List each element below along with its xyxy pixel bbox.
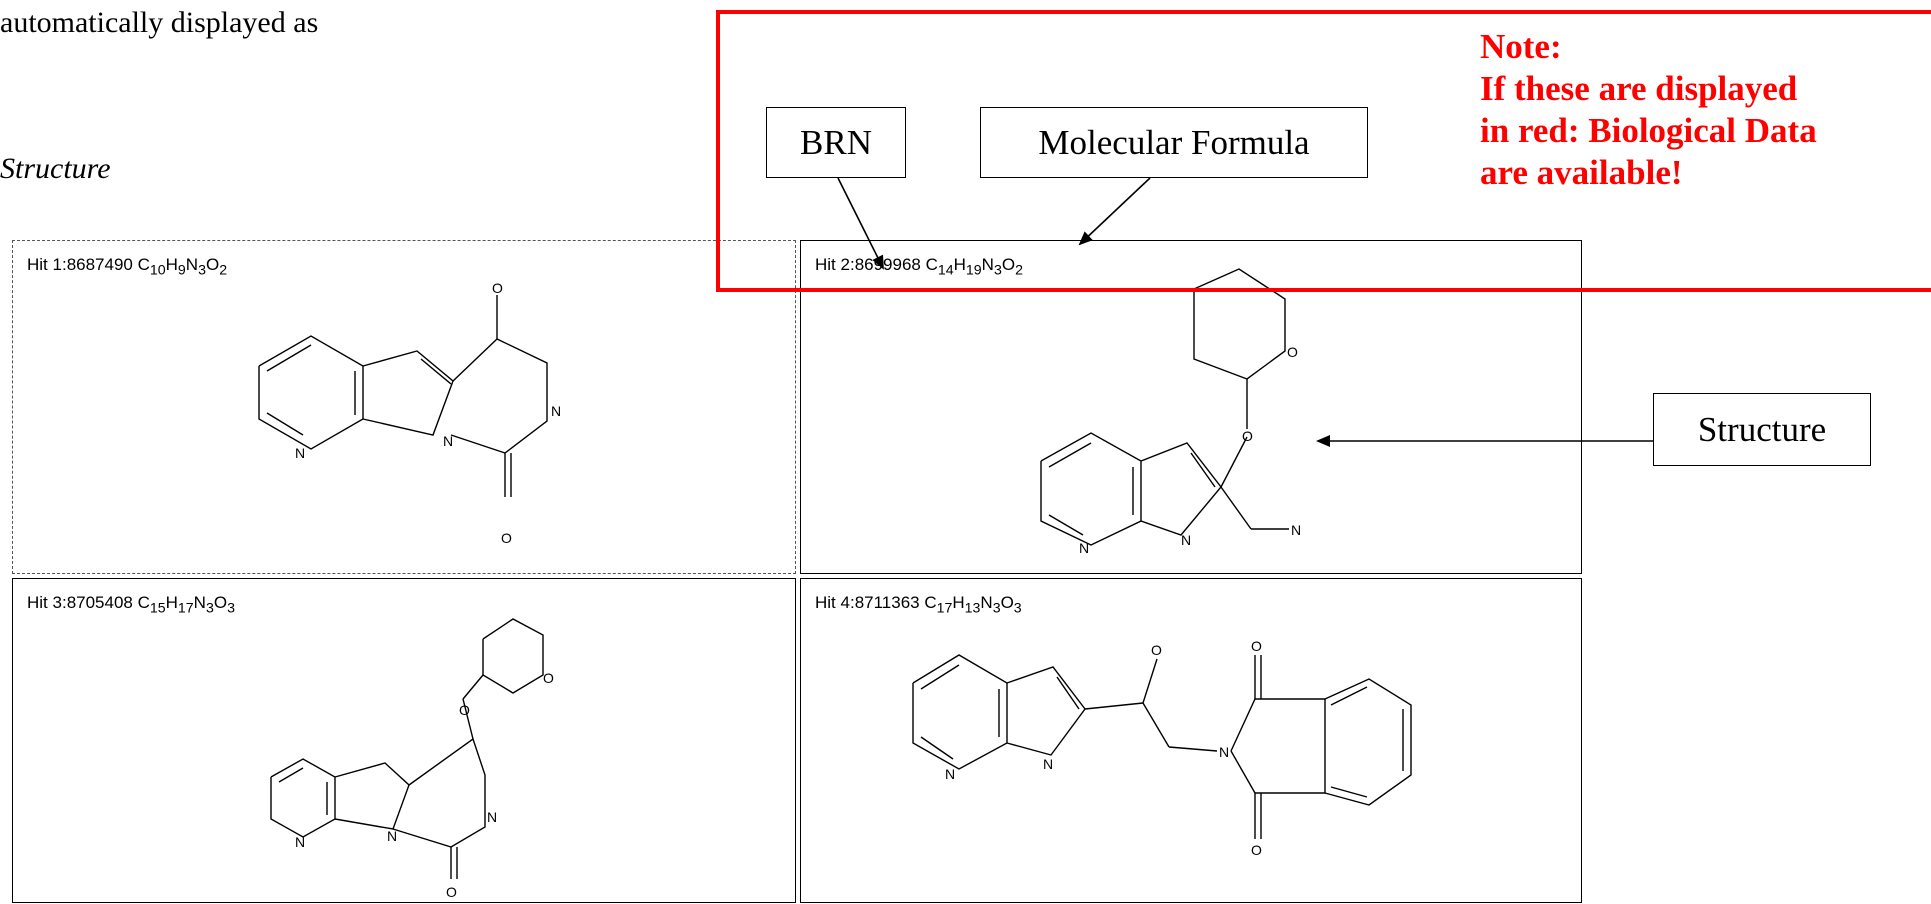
note-line: in red: Biological Data xyxy=(1480,111,1817,150)
hit-label: Hit 1: xyxy=(27,255,67,274)
callout-molecular-formula: Molecular Formula xyxy=(980,107,1368,178)
atom-label: N xyxy=(487,809,497,825)
hit-formula: C17H13N3O3 xyxy=(924,593,1022,617)
atom-label: N xyxy=(945,766,955,782)
callout-brn: BRN xyxy=(766,107,906,178)
hit-header: Hit 1:8687490 C10H9N3O2 xyxy=(27,255,227,278)
hit-panel-3[interactable]: Hit 3:8705408 C15H17N3O3 O O N N N O xyxy=(12,578,796,903)
atom-label: O xyxy=(501,530,512,546)
atom-label: O xyxy=(1251,638,1262,654)
atom-label: N xyxy=(1219,744,1229,760)
hit-brn: 8687490 xyxy=(66,255,133,274)
structure-drawing-hit-4[interactable]: O O N N N O xyxy=(801,579,1583,904)
atom-label: N xyxy=(387,828,397,844)
atom-label: O xyxy=(492,280,503,296)
note-text: Note: If these are displayed in red: Bio… xyxy=(1480,26,1817,194)
intro-text: automatically displayed as xyxy=(0,6,319,39)
hit-formula: C15H17N3O3 xyxy=(137,593,235,617)
note-line: Note: xyxy=(1480,27,1562,66)
atom-label: O xyxy=(1287,344,1298,360)
structure-drawing-hit-2[interactable]: O O N N N xyxy=(801,241,1583,575)
highlight-box xyxy=(716,10,1931,292)
structure-drawing-hit-3[interactable]: O O N N N O xyxy=(13,579,797,904)
hit-panel-1[interactable]: Hit 1:8687490 C10H9N3O2 O N N N O xyxy=(12,240,796,574)
section-label-structure: Structure xyxy=(0,152,111,185)
atom-label: O xyxy=(459,702,470,718)
hit-brn: 8711363 xyxy=(854,593,920,612)
hit-panel-4[interactable]: Hit 4:8711363 C17H13N3O3 xyxy=(800,578,1582,903)
atom-label: O xyxy=(1242,428,1253,444)
hit-header: Hit 3:8705408 C15H17N3O3 xyxy=(27,593,235,616)
atom-label: N xyxy=(1291,522,1301,538)
atom-label: N xyxy=(443,433,453,449)
hit-label: Hit 4: xyxy=(815,593,855,612)
note-line: are available! xyxy=(1480,153,1683,192)
hit-label: Hit 3: xyxy=(27,593,67,612)
hit-brn: 8705408 xyxy=(66,593,133,612)
atom-label: O xyxy=(446,884,457,900)
atom-label: N xyxy=(1043,756,1053,772)
hit-formula: C14H19N3O2 xyxy=(925,255,1023,279)
atom-label: N xyxy=(295,834,305,850)
hit-formula: C10H9N3O2 xyxy=(137,255,228,279)
atom-label: N xyxy=(1181,532,1191,548)
atom-label: N xyxy=(551,403,561,419)
atom-label: N xyxy=(1079,540,1089,556)
structure-drawing-hit-1[interactable]: O N N N O xyxy=(13,241,797,575)
hit-header: Hit 4:8711363 C17H13N3O3 xyxy=(815,593,1022,616)
note-line: If these are displayed xyxy=(1480,69,1798,108)
atom-label: O xyxy=(543,670,554,686)
callout-structure: Structure xyxy=(1653,393,1871,466)
atom-label: N xyxy=(295,445,305,461)
atom-label: O xyxy=(1251,842,1262,858)
atom-label: O xyxy=(1151,642,1162,658)
